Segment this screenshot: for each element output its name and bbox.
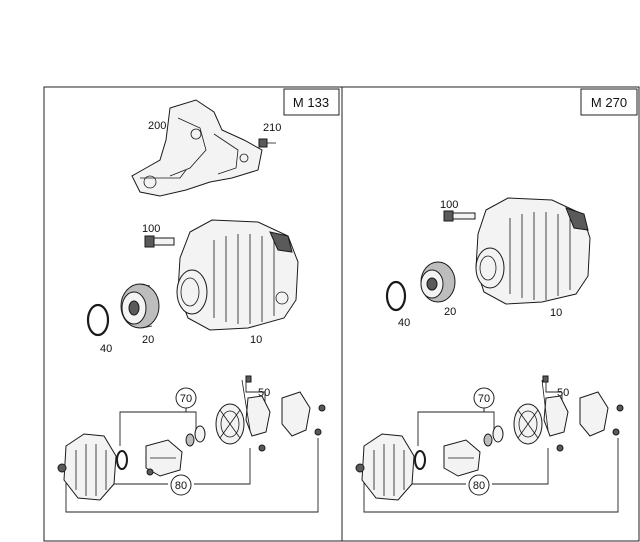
left-bolt-210: [258, 138, 276, 148]
left-bolt-100: [144, 235, 175, 248]
right-engine-label: M 270: [591, 95, 627, 110]
left-alternator-10: [176, 219, 299, 331]
left-callout-200: 200: [148, 120, 166, 132]
left-exploded-assembly: 70 50 80: [57, 375, 326, 513]
right-ring-40: [385, 280, 407, 312]
right-pulley-20: [420, 261, 456, 303]
left-callout-100: 100: [142, 223, 160, 235]
left-callout-20: 20: [142, 334, 154, 346]
left-callout-40: 40: [100, 343, 112, 355]
right-engine-badge: M 270: [580, 88, 638, 116]
left-pulley-20: [120, 283, 160, 329]
left-ring-40: [86, 303, 110, 337]
left-callout-10: 10: [250, 334, 262, 346]
right-exploded-assembly: 70 50 80: [355, 375, 624, 513]
left-engine-label: M 133: [293, 95, 329, 110]
left-callout-70: 70: [180, 393, 192, 405]
right-callout-40: 40: [398, 317, 410, 329]
right-callout-100: 100: [440, 199, 458, 211]
right-callout-70: 70: [478, 393, 490, 405]
right-panel-frame: [341, 86, 640, 542]
right-alternator-10: [475, 197, 591, 305]
right-bolt-100: [443, 210, 476, 222]
left-callout-210: 210: [263, 122, 281, 134]
right-callout-10: 10: [550, 307, 562, 319]
right-callout-80: 80: [473, 480, 485, 492]
right-callout-20: 20: [444, 306, 456, 318]
left-mounting-bracket: [131, 99, 263, 197]
left-callout-80: 80: [175, 480, 187, 492]
left-engine-badge: M 133: [283, 88, 340, 116]
